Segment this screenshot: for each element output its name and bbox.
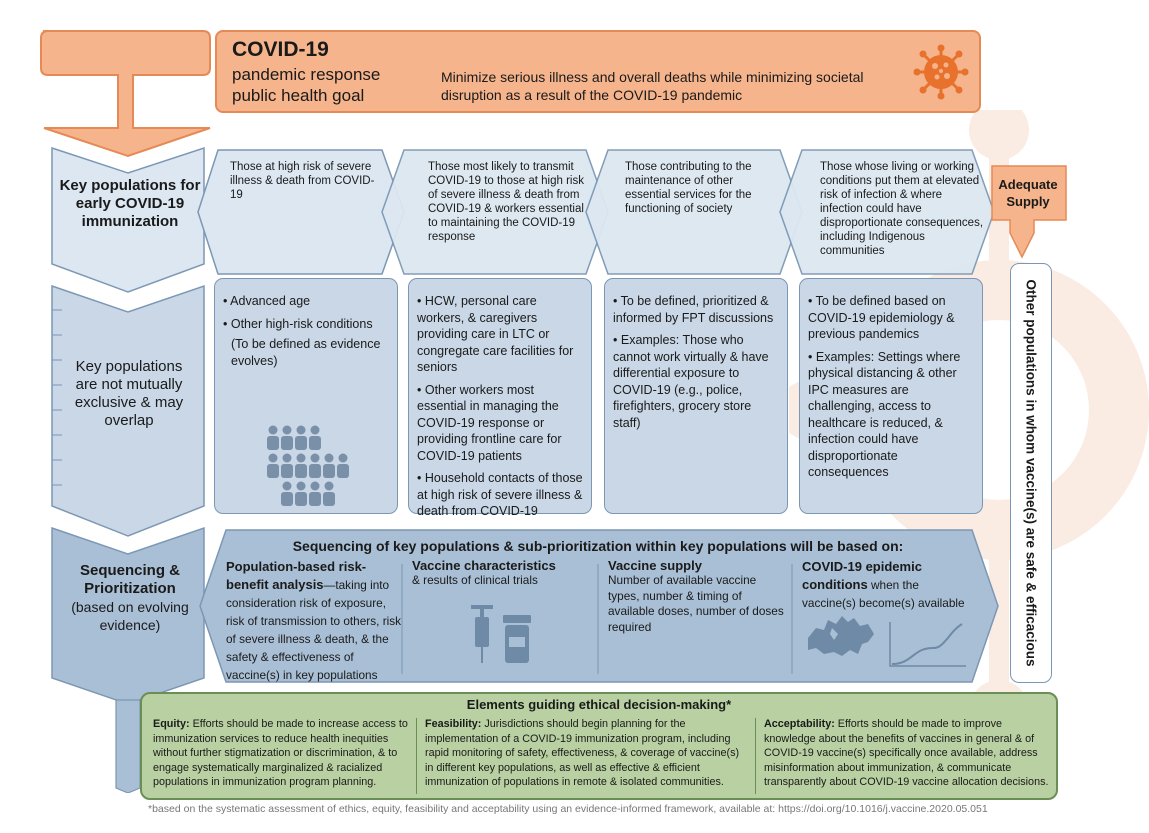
ethics-box [140, 692, 1058, 800]
hex-group-2: Those most likely to transmit COVID-19 t… [428, 161, 584, 243]
goal-subtitle: pandemic response public health goal [232, 65, 381, 105]
list-item: • To be defined, prioritized & informed … [613, 294, 774, 325]
list-item: • Advanced age [223, 294, 311, 308]
not-exclusive-label: Key populations are not mutually exclusi… [74, 358, 184, 429]
seq-text: & results of clinical trials [412, 573, 538, 587]
seq-text: —taking into consideration risk of expos… [226, 578, 402, 682]
goal-title: COVID-19 [232, 38, 329, 61]
card-group-4: • To be defined based on COVID-19 epidem… [799, 278, 983, 514]
ethics-equity: Equity: Efforts should be made to increa… [153, 718, 408, 788]
seq-text: Number of available vaccine types, numbe… [608, 573, 784, 634]
list-item: • Other high-risk conditions [223, 316, 373, 331]
card-group-3: • To be defined, prioritized & informed … [604, 278, 788, 514]
adequate-supply-arrow [991, 165, 1067, 259]
seq-text: when the vaccine(s) become(s) available [802, 578, 965, 610]
goal-statement: Minimize serious illness and overall dea… [441, 69, 864, 103]
people-icon [267, 425, 349, 506]
ethics-divider [755, 718, 756, 794]
adequate-supply-label: Adequate Supply [998, 177, 1058, 209]
seq-heading: Vaccine characteristics [412, 558, 556, 573]
card-note: (To be defined as evidence evolves) [231, 337, 381, 368]
sequencing-label: Sequencing & Prioritization [79, 562, 180, 597]
ethics-feasibility: Feasibility: Jurisdictions should begin … [425, 718, 740, 788]
goal-banner [215, 30, 981, 113]
key-populations-early-label: Key populations for early COVID-19 immun… [59, 177, 201, 230]
hex-group-3: Those contributing to the maintenance of… [625, 161, 752, 215]
list-item: • Examples: Those who cannot work virtua… [613, 333, 769, 430]
hexagon-row [197, 149, 995, 275]
hex-group-1: Those at high risk of severe illness & d… [230, 161, 375, 201]
hex-group-4: Those whose living or working conditions… [820, 161, 984, 257]
ethics-title: Elements guiding ethical decision-making… [466, 697, 732, 712]
list-item: • HCW, personal care workers, & caregive… [417, 294, 574, 374]
seq-heading: COVID-19 epidemic conditions [802, 559, 922, 592]
card-group-2: • HCW, personal care workers, & caregive… [408, 278, 592, 518]
list-item: • Examples: Settings where physical dist… [808, 349, 961, 480]
seq-heading: Population-based risk-benefit analysis [226, 559, 367, 592]
seq-col-vaccine-supply: Vaccine supply Number of available vacci… [608, 558, 788, 635]
tick-marks [52, 309, 62, 486]
epi-curve-icon [889, 622, 966, 667]
list-item: • Other workers most essential in managi… [417, 382, 562, 463]
seq-heading: Vaccine supply [608, 558, 702, 573]
canada-map-icon [808, 616, 874, 656]
sequencing-sublabel: (based on evolving evidence) [71, 599, 189, 633]
ethics-acceptability: Acceptability: Efforts should be made to… [764, 718, 1049, 788]
seq-col-vaccine-characteristics: Vaccine characteristics & results of cli… [412, 558, 592, 589]
list-item: • Household contacts of those at high ri… [417, 471, 583, 518]
ethics-divider [416, 718, 417, 794]
syringe-vial-icon [471, 605, 531, 663]
sequencing-arrow [199, 529, 999, 683]
other-populations-label: Other populations in whom vaccine(s) are… [1023, 279, 1039, 667]
sequencing-title: Sequencing of key populations & sub-prio… [292, 538, 904, 554]
footnote: *based on the systematic assessment of e… [148, 803, 988, 815]
seq-col-risk-benefit: Population-based risk-benefit analysis—t… [226, 558, 406, 684]
seq-col-epidemic: COVID-19 epidemic conditions when the va… [802, 558, 972, 612]
list-item: • To be defined based on COVID-19 epidem… [808, 294, 955, 341]
other-populations-box: Other populations in whom vaccine(s) are… [1010, 263, 1052, 683]
virus-icon [913, 44, 969, 100]
left-flow-arrow [40, 30, 211, 793]
